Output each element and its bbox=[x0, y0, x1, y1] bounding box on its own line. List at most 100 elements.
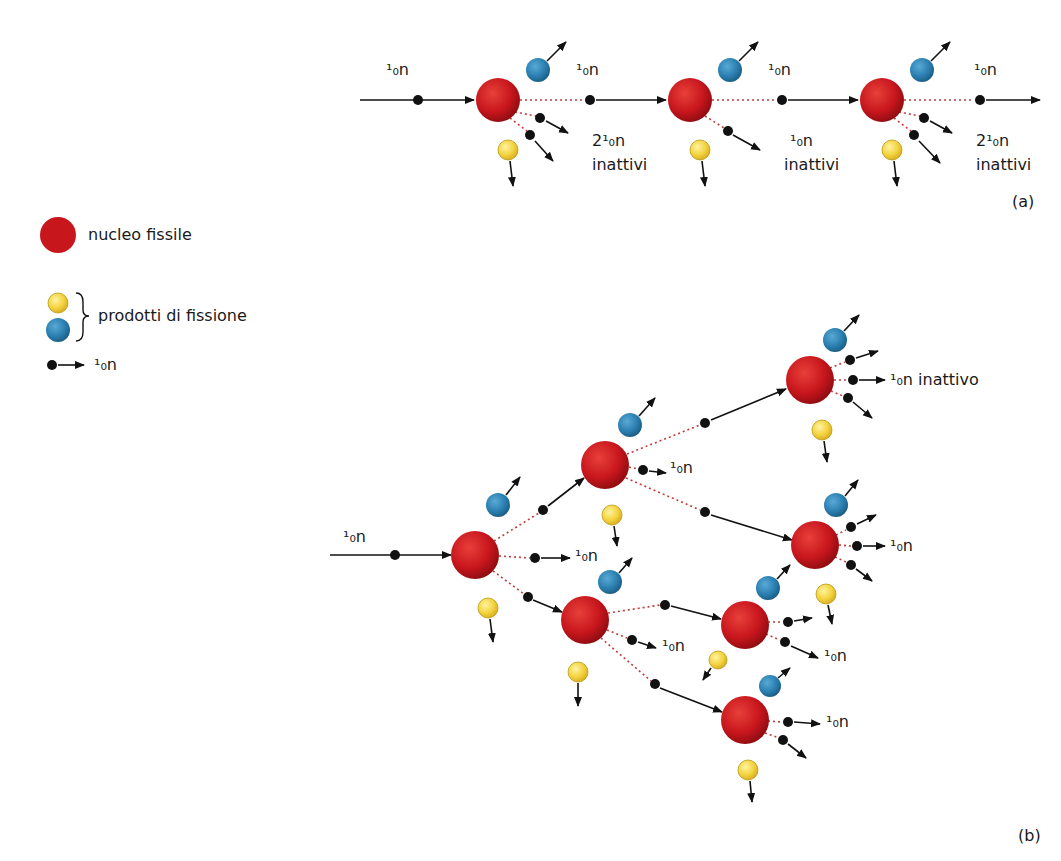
dotted-path bbox=[765, 733, 779, 738]
fission-product-yellow bbox=[812, 420, 832, 440]
fissile-nucleus bbox=[860, 78, 904, 122]
neutron bbox=[660, 600, 670, 610]
neutron bbox=[530, 553, 540, 563]
legend-swatch bbox=[40, 217, 76, 253]
fission-product-blue bbox=[486, 493, 510, 517]
dotted-path bbox=[712, 99, 776, 101]
dotted-path bbox=[894, 118, 911, 131]
neutron-path bbox=[547, 42, 566, 61]
neutron-path bbox=[703, 668, 711, 680]
neutron-path bbox=[919, 141, 940, 163]
fissile-nucleus bbox=[451, 531, 499, 579]
dotted-path bbox=[766, 634, 780, 640]
neutron bbox=[525, 130, 535, 140]
neutron-path bbox=[533, 600, 562, 612]
inactive-note: inattivi bbox=[976, 155, 1031, 175]
neutron-path bbox=[58, 364, 84, 366]
fission-product-yellow bbox=[709, 651, 727, 669]
neutron-path bbox=[986, 99, 1040, 101]
dotted-path bbox=[830, 362, 845, 368]
dotted-path bbox=[835, 557, 846, 562]
neutron-path bbox=[791, 646, 818, 658]
neutron-path bbox=[931, 42, 950, 61]
fission-product-blue bbox=[598, 570, 622, 594]
neutron bbox=[843, 393, 853, 403]
fission-product-yellow bbox=[882, 140, 902, 160]
neutron bbox=[523, 592, 533, 602]
neutron-path bbox=[859, 379, 885, 381]
neutron-path bbox=[824, 441, 827, 462]
fissile-nucleus bbox=[721, 601, 769, 649]
neutron bbox=[650, 679, 660, 689]
neutron bbox=[627, 635, 637, 645]
neutron-symbol: ¹₀n bbox=[768, 60, 791, 80]
fission-product-blue bbox=[759, 675, 781, 697]
neutron bbox=[909, 130, 919, 140]
fissile-nucleus bbox=[581, 441, 629, 489]
neutron bbox=[919, 113, 929, 123]
dotted-path bbox=[515, 112, 536, 116]
neutron-symbol: ¹₀n bbox=[790, 131, 813, 151]
dotted-path bbox=[834, 379, 847, 381]
neutron-path bbox=[844, 315, 859, 331]
neutron bbox=[777, 95, 787, 105]
dotted-path bbox=[839, 545, 851, 546]
fission-product-yellow bbox=[568, 662, 588, 682]
legend-text: nucleo fissile bbox=[88, 225, 192, 245]
dotted-path bbox=[499, 556, 530, 558]
fission-product-blue bbox=[824, 493, 848, 517]
neutron-path bbox=[856, 351, 878, 358]
fissile-nucleus bbox=[721, 696, 769, 744]
neutron-path bbox=[853, 402, 872, 418]
fission-product-blue bbox=[46, 318, 70, 342]
fission-product-yellow bbox=[478, 598, 498, 618]
dotted-path bbox=[836, 530, 846, 535]
fission-product-blue bbox=[618, 413, 642, 437]
neutron bbox=[700, 418, 710, 428]
neutron-path bbox=[794, 618, 812, 621]
neutron-path bbox=[702, 161, 705, 186]
fission-product-yellow bbox=[816, 584, 836, 604]
neutron-symbol: ¹₀n bbox=[670, 458, 693, 478]
neutron-path bbox=[711, 515, 792, 540]
fission-product-yellow bbox=[738, 760, 758, 780]
dotted-path bbox=[904, 99, 974, 101]
neutron bbox=[390, 550, 400, 560]
neutron-path bbox=[794, 722, 820, 724]
neutron-path bbox=[546, 121, 568, 133]
neutron-path bbox=[711, 389, 786, 420]
neutron-path bbox=[596, 99, 666, 101]
fission-product-blue bbox=[526, 58, 550, 82]
dotted-path bbox=[494, 513, 539, 541]
fission-product-yellow bbox=[690, 140, 710, 160]
neutron bbox=[700, 507, 710, 517]
neutron bbox=[848, 375, 858, 385]
fissile-nucleus bbox=[561, 596, 609, 644]
dotted-path bbox=[493, 571, 524, 594]
fissile-nucleus bbox=[791, 521, 839, 569]
neutron-path bbox=[788, 99, 858, 101]
dotted-path bbox=[607, 630, 627, 638]
fissile-nucleus bbox=[668, 78, 712, 122]
neutron-path bbox=[739, 42, 758, 61]
neutron bbox=[783, 717, 793, 727]
fission-product-yellow bbox=[48, 293, 68, 313]
neutron-symbol: ¹₀n bbox=[974, 60, 997, 80]
neutron bbox=[778, 735, 788, 745]
neutron-symbol: ¹₀n bbox=[576, 60, 599, 80]
neutron-path bbox=[510, 161, 513, 186]
neutron-path bbox=[788, 744, 806, 758]
neutron-path bbox=[857, 515, 876, 524]
neutron-path bbox=[619, 558, 632, 573]
inactive-note: inattivi bbox=[784, 155, 839, 175]
neutron-path bbox=[777, 565, 790, 579]
fission-product-blue bbox=[756, 576, 780, 600]
dotted-path bbox=[601, 638, 651, 681]
neutron-symbol: ¹₀n bbox=[343, 527, 366, 547]
neutron-path bbox=[649, 471, 666, 473]
dotted-path bbox=[831, 391, 843, 396]
dotted-path bbox=[520, 99, 584, 101]
dotted-path bbox=[768, 621, 782, 623]
